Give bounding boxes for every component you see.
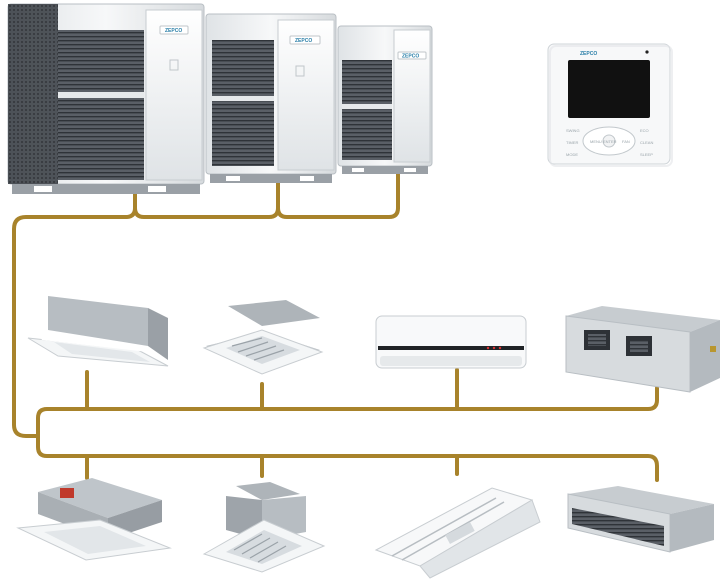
mini-four-way-cassette-icon xyxy=(202,482,326,573)
wall-mounted-split-icon xyxy=(375,315,527,369)
svg-text:ZEPCO: ZEPCO xyxy=(165,28,182,34)
svg-text:ZEPCO: ZEPCO xyxy=(295,38,312,44)
svg-text:SLEEP: SLEEP xyxy=(640,152,653,157)
svg-text:FAN: FAN xyxy=(622,139,630,144)
outdoor-unit-3: ZEPCO xyxy=(337,25,433,174)
one-way-cassette-icon xyxy=(27,296,169,367)
compact-cassette-icon xyxy=(16,478,172,561)
ceiling-floor-unit-icon xyxy=(374,487,541,579)
outdoor-unit-2: ZEPCO xyxy=(205,13,337,183)
outdoor-units: ZEPCO ZEPCO ZEPCO xyxy=(7,3,433,194)
svg-text:SWING: SWING xyxy=(566,128,580,133)
svg-text:ENTER: ENTER xyxy=(603,139,617,144)
controller-screen xyxy=(568,60,650,118)
svg-text:MENU: MENU xyxy=(590,139,602,144)
controller-dpad: MENU ENTER FAN xyxy=(582,126,636,156)
controller-brand: ZEPCO xyxy=(580,51,597,57)
outdoor-unit-1: ZEPCO xyxy=(7,3,205,194)
svg-text:TIMER: TIMER xyxy=(566,140,579,145)
high-static-duct-icon xyxy=(565,306,720,393)
refrigerant-piping xyxy=(12,170,659,482)
svg-text:CLEAN: CLEAN xyxy=(640,140,653,145)
svg-text:MODE: MODE xyxy=(566,152,578,157)
wired-controller: ZEPCO MENU ENTER FAN SWING TIMER MODE EC… xyxy=(547,43,673,167)
four-way-cassette-icon xyxy=(202,300,324,375)
svg-text:ECO: ECO xyxy=(640,128,649,133)
slim-duct-icon xyxy=(567,486,714,553)
svg-text:ZEPCO: ZEPCO xyxy=(402,54,419,60)
